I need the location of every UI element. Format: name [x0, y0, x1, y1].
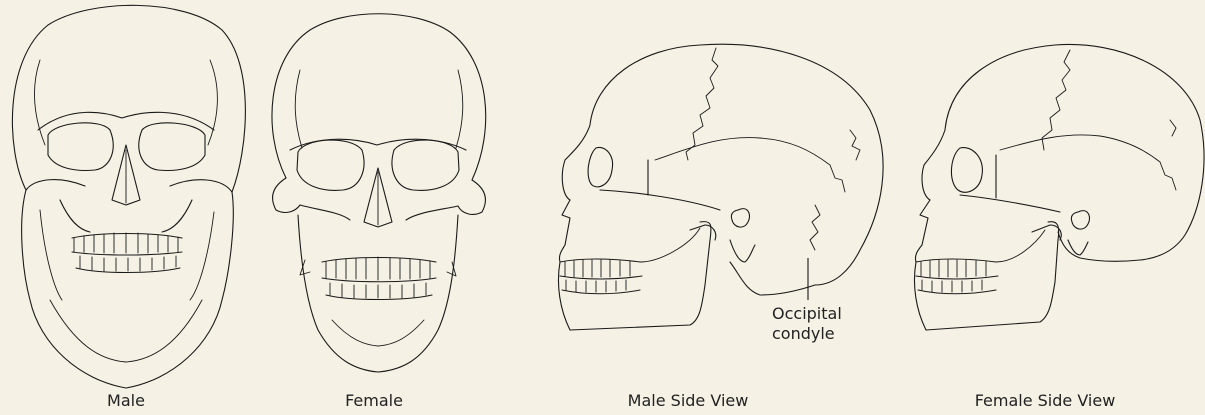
male-side-skull	[558, 44, 883, 330]
female-side-skull	[914, 44, 1204, 330]
caption-female: Female	[345, 391, 403, 410]
caption-male: Male	[107, 391, 145, 410]
annotation-occipital-condyle: Occipital condyle	[772, 304, 842, 344]
caption-female-side-view: Female Side View	[975, 391, 1116, 410]
female-front-skull	[272, 14, 486, 372]
annotation-line-1: Occipital	[772, 304, 842, 324]
caption-male-side-view: Male Side View	[628, 391, 749, 410]
male-front-skull	[12, 5, 245, 388]
annotation-line-2: condyle	[772, 324, 842, 344]
